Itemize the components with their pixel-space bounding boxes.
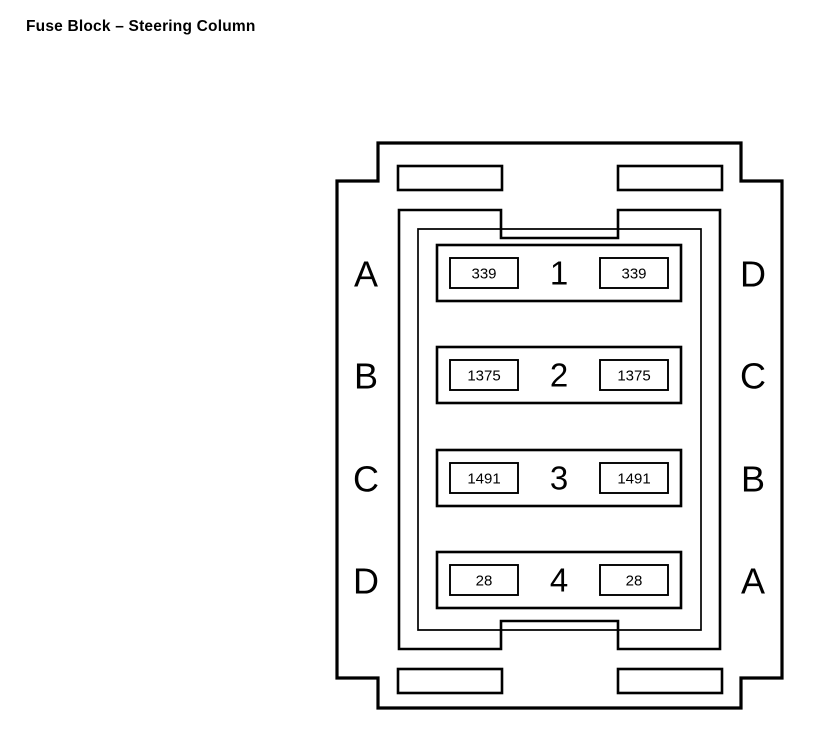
cavity-box-right[interactable] — [599, 462, 669, 494]
shell-slot-bottom-left — [396, 667, 504, 695]
cavity-label-left: 1491 — [467, 471, 500, 488]
column-label-left: C — [353, 459, 379, 500]
cavity-label-right: 28 — [626, 573, 643, 590]
cavity-label-left: 1375 — [467, 368, 500, 385]
cavity-box-left[interactable] — [449, 462, 519, 494]
row-number: 1 — [550, 255, 568, 292]
shell-slot-top-right — [616, 164, 724, 192]
fuse-row[interactable]: 1375 2 1375 — [435, 345, 683, 405]
shell-slot-top-left — [396, 164, 504, 192]
column-label-right: B — [741, 459, 765, 500]
cavity-box-right[interactable] — [599, 564, 669, 596]
column-label-left: B — [354, 356, 378, 397]
fuse-row[interactable]: 339 1 339 — [435, 243, 683, 303]
row-number: 2 — [550, 357, 568, 394]
page-title: Fuse Block – Steering Column — [26, 18, 256, 35]
cavity-box-left[interactable] — [449, 359, 519, 391]
cavity-label-left: 339 — [471, 266, 496, 283]
connector-shell-outline — [335, 141, 784, 710]
cavity-label-left: 28 — [476, 573, 493, 590]
row-number: 4 — [550, 562, 568, 599]
locking-frame-inner — [417, 228, 702, 631]
shell-slot-bottom-right — [616, 667, 724, 695]
cavity-label-right: 1491 — [617, 471, 650, 488]
cavity-label-right: 1375 — [617, 368, 650, 385]
cavity-box-left[interactable] — [449, 257, 519, 289]
cavity-box-right[interactable] — [599, 359, 669, 391]
fuse-row[interactable]: 28 4 28 — [435, 550, 683, 610]
column-label-left: A — [354, 254, 378, 295]
cavity-label-right: 339 — [621, 266, 646, 283]
fuse-row[interactable]: 1491 3 1491 — [435, 448, 683, 508]
locking-frame-outer — [397, 208, 722, 651]
cavity-box-left[interactable] — [449, 564, 519, 596]
column-label-right: D — [740, 254, 766, 295]
column-label-right: A — [741, 561, 765, 602]
column-label-left: D — [353, 561, 379, 602]
cavity-box-right[interactable] — [599, 257, 669, 289]
column-label-right: C — [740, 356, 766, 397]
row-number: 3 — [550, 460, 568, 497]
